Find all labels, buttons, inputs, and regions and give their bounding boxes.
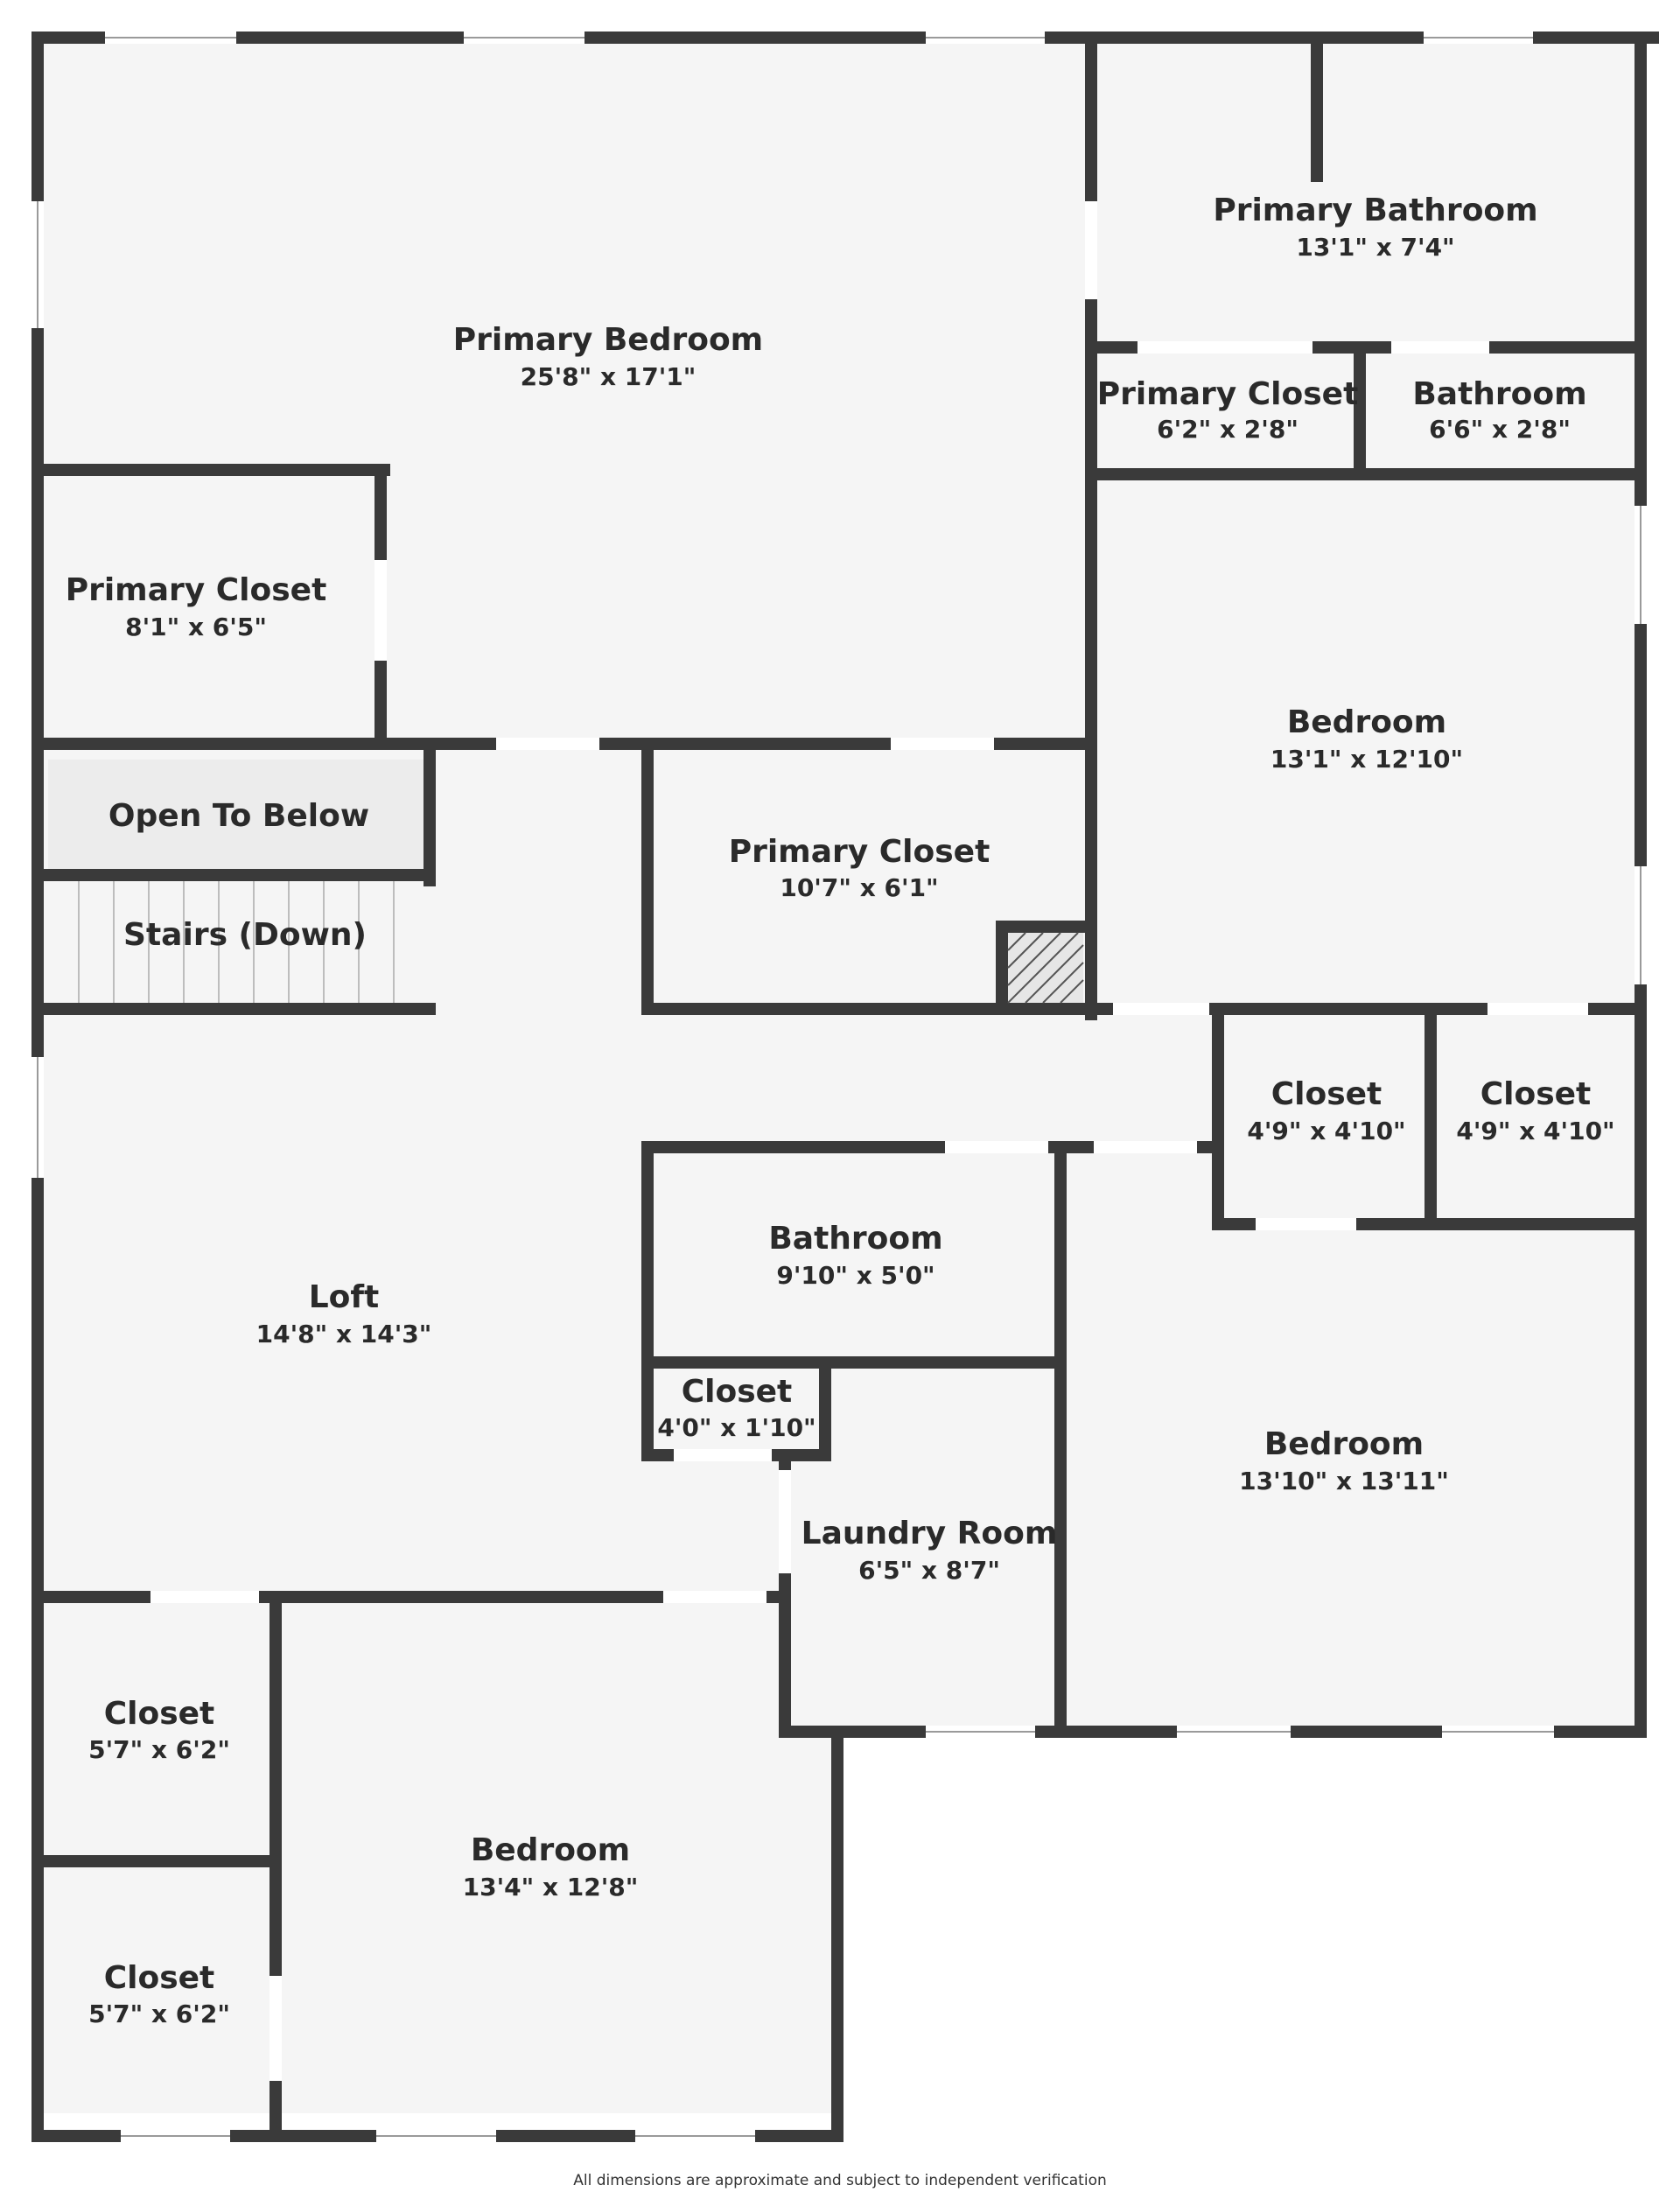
room-dimensions: 10'7" x 6'1" [780,873,938,902]
room-dimensions: 13'4" x 12'8" [463,1873,639,1901]
room-name: Laundry Room [802,1516,1058,1551]
room-name: Closet [1480,1076,1592,1112]
room-dimensions: 14'8" x 14'3" [256,1320,432,1348]
room-dimensions: 4'9" x 4'10" [1247,1117,1405,1145]
room-label-primary-closet-center: Primary Closet 10'7" x 6'1" [729,834,990,902]
room-label-laundry: Laundry Room 6'5" x 8'7" [802,1516,1058,1585]
room-dimensions: 8'1" x 6'5" [125,613,267,641]
room-name: Closet [1271,1076,1382,1112]
room-label-closet-a: Closet 4'9" x 4'10" [1247,1076,1405,1145]
room-name: Bathroom [768,1221,942,1257]
room-name: Open To Below [108,798,369,834]
room-label-stairs: Stairs (Down) [123,917,367,953]
room-name: Primary Bathroom [1213,193,1537,228]
room-dimensions: 13'1" x 12'10" [1270,745,1463,774]
room-name: Closet [682,1374,793,1410]
room-dimensions: 13'1" x 7'4" [1296,233,1454,262]
room-dimensions: 25'8" x 17'1" [521,362,696,391]
room-label-loft: Loft 14'8" x 14'3" [256,1279,432,1348]
room-label-primary-closet-small: Primary Closet 6'2" x 2'8" [1097,376,1359,444]
room-name: Bedroom [471,1832,630,1868]
room-name: Closet [104,1696,215,1732]
room-dimensions: 4'0" x 1'10" [657,1413,816,1442]
room-label-primary-closet-left: Primary Closet 8'1" x 6'5" [66,572,327,641]
room-dimensions: 13'10" x 13'11" [1239,1467,1449,1495]
room-label-primary-bedroom: Primary Bedroom 25'8" x 17'1" [453,322,763,391]
room-dimensions: 6'6" x 2'8" [1429,415,1571,444]
room-label-primary-bathroom: Primary Bathroom 13'1" x 7'4" [1213,193,1537,262]
room-label-bathroom-small: Bathroom 6'6" x 2'8" [1412,376,1586,444]
room-name: Bathroom [1412,376,1586,412]
room-name: Bedroom [1264,1426,1424,1462]
room-label-bathroom-center: Bathroom 9'10" x 5'0" [768,1221,942,1290]
door-openings [150,201,1588,2081]
room-name: Closet [104,1960,215,1996]
room-dimensions: 5'7" x 6'2" [88,1735,230,1764]
room-label-bedroom-right-upper: Bedroom 13'1" x 12'10" [1270,704,1463,774]
room-dimensions: 6'5" x 8'7" [858,1556,1000,1585]
disclaimer-text: All dimensions are approximate and subje… [573,2172,1107,2189]
room-dimensions: 6'2" x 2'8" [1157,415,1298,444]
room-name: Primary Closet [729,834,990,870]
room-label-closet-small: Closet 4'0" x 1'10" [657,1374,816,1442]
floor-fills [44,44,1647,2113]
room-name: Bedroom [1287,704,1446,740]
room-name: Primary Closet [1097,376,1359,412]
room-name: Primary Closet [66,572,327,608]
room-dimensions: 5'7" x 6'2" [88,1999,230,2028]
room-name: Loft [309,1279,380,1315]
hatched-column [1007,932,1084,1004]
room-label-bedroom-bottom: Bedroom 13'4" x 12'8" [463,1832,639,1901]
room-label-closet-left-2: Closet 5'7" x 6'2" [88,1960,230,2028]
room-dimensions: 9'10" x 5'0" [776,1261,934,1290]
room-label-open-to-below: Open To Below [108,798,369,834]
room-label-closet-b: Closet 4'9" x 4'10" [1456,1076,1614,1145]
room-name: Primary Bedroom [453,322,763,358]
room-label-closet-left-1: Closet 5'7" x 6'2" [88,1696,230,1764]
stair-treads [78,881,395,1003]
room-name: Stairs (Down) [123,917,367,953]
room-dimensions: 4'9" x 4'10" [1456,1117,1614,1145]
windows [32,32,1647,2142]
room-label-bedroom-right-lower: Bedroom 13'10" x 13'11" [1239,1426,1449,1495]
